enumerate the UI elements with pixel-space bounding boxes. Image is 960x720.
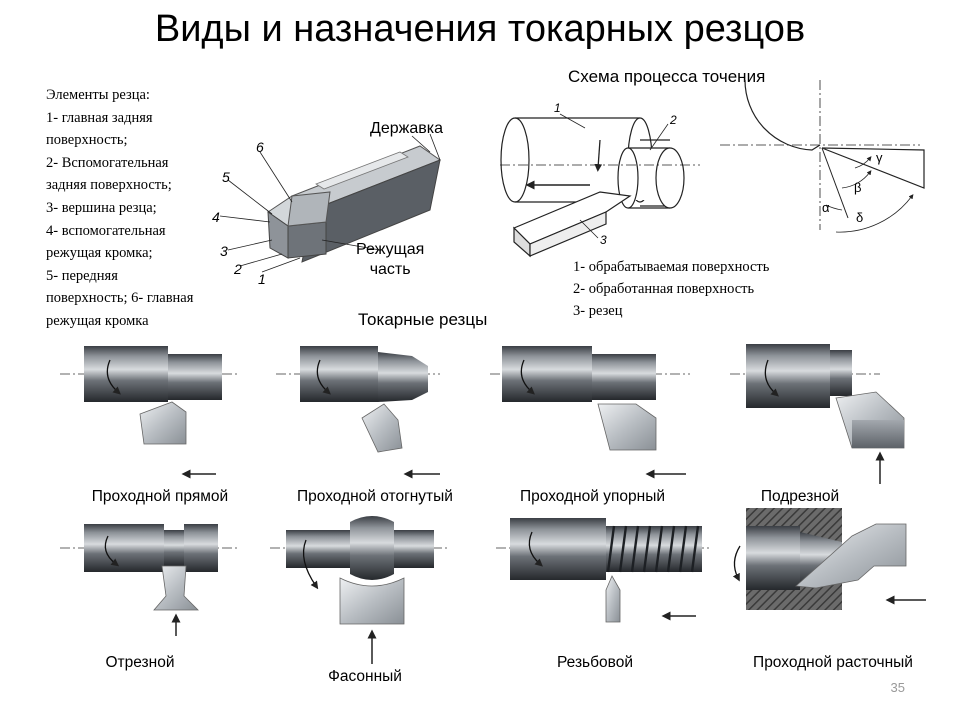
legend-line: режущая кромка; (46, 245, 153, 262)
caption-parting: Отрезной (105, 654, 175, 671)
element-number: 3 (220, 243, 228, 259)
page-number: 35 (890, 680, 905, 695)
element-number: 6 (256, 139, 264, 155)
caption-thrust: Проходной упорный (520, 488, 665, 505)
process-number: 2 (669, 113, 677, 127)
legend-line: поверхность; (46, 132, 128, 149)
element-number: 5 (222, 169, 230, 185)
facing-cutter-figure (730, 344, 905, 484)
legend-line: 3- вершина резца; (46, 199, 157, 216)
caption-shaped: Фасонный (328, 668, 402, 685)
legend-line: 2- Вспомогательная (46, 154, 169, 171)
legend-line: задняя поверхность; (46, 177, 172, 194)
caption-boring: Проходной расточный (753, 654, 913, 671)
cutting-part-label: Режущая часть (356, 240, 424, 280)
legend-line: 1- главная задняя (46, 109, 153, 126)
process-number: 3 (600, 233, 607, 247)
legend-line: 1- обрабатываемая поверхность (573, 259, 770, 275)
legend-line: 5- передняя (46, 267, 118, 284)
cutters-header: Токарные резцы (358, 310, 488, 329)
process-number: 1 (554, 101, 561, 115)
parting-cutter-figure (60, 524, 240, 636)
turning-process-figure: 1 2 3 γ β α δ (500, 79, 925, 258)
cutting-part-label-line: часть (369, 261, 411, 278)
cutter-elements-figure: 6 5 4 3 2 1 (212, 133, 442, 287)
caption-threading: Резьбовой (557, 654, 633, 671)
angle-alpha: α (822, 200, 830, 215)
elements-legend: Элементы резца: 1- главная задняя поверх… (46, 84, 193, 333)
legend-line: режущая кромка (46, 312, 149, 329)
caption-straight: Проходной прямой (91, 488, 229, 505)
cutting-part-label-line: Режущая (356, 241, 425, 258)
boring-cutter-figure (732, 508, 926, 610)
element-number: 2 (233, 261, 242, 277)
page-title: Виды и назначения токарных резцов (154, 8, 806, 50)
angle-gamma: γ (876, 150, 883, 165)
shaped-cutter-figure (270, 516, 450, 664)
legend-line: Элементы резца: (46, 87, 150, 103)
element-number: 1 (258, 271, 266, 287)
caption-bent: Проходной отогнутый (297, 488, 453, 505)
holder-label: Державка (370, 120, 443, 137)
process-scheme-header: Схема процесса точения (568, 67, 766, 86)
straight-cutter-figure (60, 346, 240, 479)
legend-line: 4- вспомогательная (46, 222, 166, 239)
angle-beta: β (854, 180, 861, 195)
bent-cutter-figure (276, 346, 440, 479)
thrust-cutter-figure (490, 346, 690, 479)
legend-line: 3- резец (573, 303, 623, 319)
element-number: 4 (212, 209, 220, 225)
legend-line: поверхность; 6- главная (46, 290, 194, 307)
process-legend: 1- обрабатываемая поверхность 2- обработ… (573, 256, 769, 322)
caption-facing: Подрезной (760, 488, 840, 505)
angle-delta: δ (856, 210, 863, 225)
legend-line: 2- обработанная поверхность (573, 281, 755, 297)
threading-cutter-figure (496, 518, 710, 623)
